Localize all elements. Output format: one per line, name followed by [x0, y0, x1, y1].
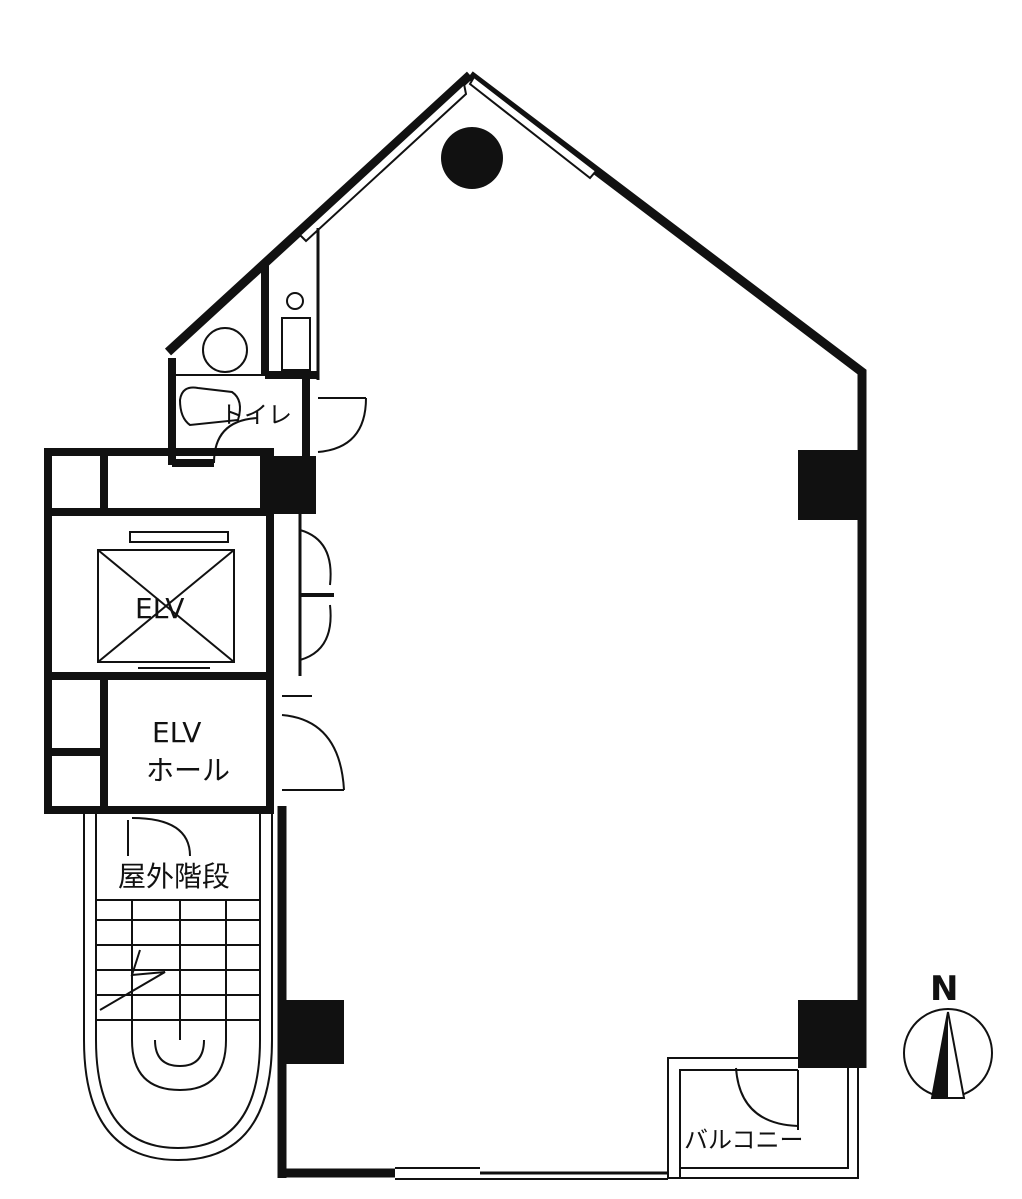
north-label: N [930, 969, 958, 1009]
stair-flight-icon [96, 899, 260, 1092]
window-strips [298, 75, 668, 1180]
elevator-hall-label-line1: ELV [152, 716, 201, 749]
outdoor-stairs [83, 812, 273, 1162]
elevator-hall-label-line2: ホール [146, 754, 230, 787]
north-arrow-icon [903, 1008, 993, 1099]
balcony-label: バルコニー [684, 1126, 804, 1154]
structural-columns [260, 450, 862, 1068]
balcony [667, 1057, 859, 1179]
hall-door [281, 695, 345, 791]
elevator-label: ELV [135, 592, 184, 625]
elevator-block [44, 448, 302, 814]
toilet-area [172, 228, 367, 467]
elevator-cross-icon [97, 531, 235, 669]
outdoor-stairs-label: 屋外階段 [118, 860, 230, 893]
shaft-doors [299, 529, 334, 661]
round-column [441, 127, 503, 189]
toilet-label: トイレ [220, 401, 292, 429]
